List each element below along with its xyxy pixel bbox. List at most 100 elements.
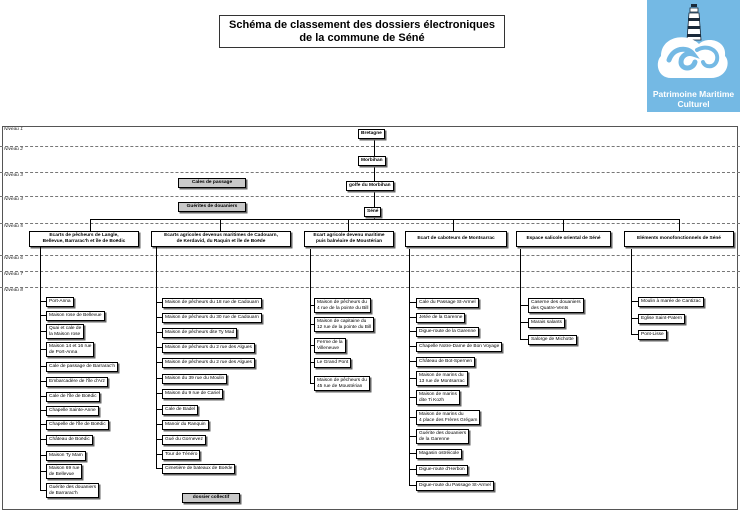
item-algues-2a[interactable]: Maison de pêcheurs du 2 rue des Algues — [162, 343, 255, 353]
item-label: Magasin ostréicole — [419, 451, 459, 456]
box-cales-de-passage[interactable]: Cales de passage — [178, 178, 246, 188]
item-cariel-9[interactable]: Maison du 9 rue de Cariel — [162, 389, 223, 399]
level-separator — [0, 146, 740, 147]
item-moulin-39[interactable]: Maison du 39 rue du Moulin — [162, 374, 228, 384]
item-chapelle-sainte-anne[interactable]: Chapelle Sainte-Anne — [46, 406, 99, 416]
item-label: dite Ti Kozh — [419, 397, 445, 403]
branch-line — [631, 301, 638, 302]
item-cadouarn-18[interactable]: Maison de pêcheurs du 18 rue de Cadouarn — [162, 298, 262, 308]
item-salorge-michotte[interactable]: Salorge de Michotte — [528, 335, 577, 345]
item-label: Cale de passage de Barrarac'h — [49, 364, 115, 369]
node-morbihan[interactable]: Morbihan — [358, 156, 386, 166]
item-algues-2b[interactable]: Maison de pêcheurs du 2 rue des Algues — [162, 358, 255, 368]
branch-line — [409, 346, 416, 347]
column-trunk — [156, 246, 157, 468]
item-label: Maison rose de Bellevue — [49, 313, 102, 318]
item-cale-badel[interactable]: Cale de Badel — [162, 405, 199, 415]
item-digue-garenne[interactable]: Digue-route de la Garenne — [416, 327, 479, 337]
item-gue-gornevez[interactable]: Gué du Gornevez — [162, 435, 206, 445]
item-ty-mad[interactable]: Maison de pêcheurs dite Ty Mad — [162, 328, 238, 338]
logo-line-1: Patrimoine Maritime — [652, 89, 735, 99]
category-header-cadouarn[interactable]: Ecarts agricoles devenus maritimes de Ca… — [151, 231, 291, 247]
item-label: Cale du Passage St-Armel — [419, 300, 476, 305]
item-label: Cale de l'île de Boëdic — [49, 394, 97, 399]
category-drop — [453, 219, 454, 231]
category-header-mousterian[interactable]: Ecart agricole devenu maritime puis baln… — [304, 231, 394, 247]
item-cale-st-armel[interactable]: Cale du Passage St-Armel — [416, 298, 479, 308]
item-marais-salants[interactable]: Marais salants — [528, 318, 565, 328]
branch-line — [520, 305, 528, 306]
item-grand-pont[interactable]: Le Grand Pont — [314, 358, 352, 368]
item-label: Maison Ty Mam — [49, 453, 83, 458]
branch-line — [409, 453, 416, 454]
item-port-anna[interactable]: Port-Anna — [46, 297, 74, 307]
item-label: Maison de marins du — [419, 412, 464, 417]
category-header-monofonctionnels[interactable]: Eléments monofonctionnels de Séné — [624, 231, 734, 247]
item-label: Jetée de la Garenne — [419, 315, 463, 320]
item-maison-ty-mam[interactable]: Maison Ty Mam — [46, 451, 86, 461]
item-eglise-saint-patern[interactable]: Eglise Saint-Patern — [638, 314, 686, 324]
item-cimetiere-boede[interactable]: Cimetière de bateaux de Boëde — [162, 464, 236, 474]
item-chapelle-bon-voyage[interactable]: Chapelle Notre-Dame de Bon Voyage — [416, 342, 503, 352]
item-cale-barrarach[interactable]: Cale de passage de Barrarac'h — [46, 362, 118, 372]
item-label: Digue-route d'Herbon — [419, 467, 465, 472]
item-label: Maison de pêcheurs du 30 rue de Cadouarn — [165, 315, 259, 320]
branch-line — [310, 305, 314, 306]
item-moulin-cantizac[interactable]: Moulin à marée de Cantizac — [638, 297, 704, 307]
item-jetee-garenne[interactable]: Jetée de la Garenne — [416, 313, 466, 323]
category-header-langle[interactable]: Ecarts de pêcheurs de Langle, Bellevue, … — [29, 231, 139, 247]
item-label: 13 rue de Montsarrac — [419, 378, 465, 384]
branch-line — [409, 361, 416, 362]
node-golfe[interactable]: golfe du Morbihan — [346, 181, 394, 191]
item-label: 4 rue de la pointe du Bill — [317, 305, 369, 311]
branch-line — [409, 417, 416, 418]
item-label: Maison de pêcheurs du — [317, 378, 367, 383]
item-label: Gué du Gornevez — [165, 437, 203, 442]
item-chateau-bot-spernen[interactable]: Château de Bot-Spernen — [416, 357, 476, 367]
item-digue-st-armel[interactable]: Digue-route du Passage St-Armel — [416, 481, 494, 491]
item-cale-boedic[interactable]: Cale de l'île de Boëdic — [46, 392, 100, 402]
item-label: Cimetière de bateaux de Boëde — [165, 466, 233, 471]
item-digue-herbon[interactable]: Digue-route d'Herbon — [416, 465, 468, 475]
item-label: Guérite des douaniers — [419, 431, 467, 436]
item-tour-tenero[interactable]: Tour de Ténéro — [162, 450, 201, 460]
item-magasin-ostreicole[interactable]: Magasin ostréicole — [416, 449, 462, 459]
item-pont-lisse[interactable]: Pont-Lisse — [638, 330, 667, 340]
node-sene[interactable]: Séné — [364, 207, 382, 217]
item-chapelle-boedic[interactable]: Chapelle de l'île de Boëdic — [46, 420, 109, 430]
item-manoir-ranquin[interactable]: Manoir du Ranquin — [162, 420, 209, 430]
category-title-line: Espace salicole oriental de Séné — [526, 236, 601, 241]
item-label: 12 rue de la pointe du Bill — [317, 324, 372, 330]
item-embarcadere[interactable]: Embarcadère de l'île d'Arz — [46, 377, 108, 387]
item-label: Maison de pêcheurs du 2 rue des Algues — [165, 360, 252, 365]
branch-line — [40, 301, 46, 302]
item-cadouarn-30[interactable]: Maison de pêcheurs du 30 rue de Cadouarn — [162, 313, 262, 323]
branch-line — [156, 347, 162, 348]
item-maison-rose[interactable]: Maison rose de Bellevue — [46, 311, 105, 321]
branch-line — [310, 324, 314, 325]
level-separator — [0, 196, 740, 197]
box-guerites-de-douaniers[interactable]: Guérites de douaniers — [178, 202, 246, 212]
category-header-montsarrac[interactable]: Ecart de caboteurs de Montsarrac — [405, 231, 507, 247]
item-chateau-boedic[interactable]: Château de Boëdic — [46, 435, 93, 445]
column-trunk — [310, 249, 311, 383]
item-label: Maison de marins du — [419, 373, 464, 378]
item-label: Chapelle Sainte-Anne — [49, 408, 96, 413]
node-bretagne[interactable]: Bretagne — [358, 129, 385, 139]
category-header-salicole[interactable]: Espace salicole oriental de Séné — [516, 231, 611, 247]
box-dossier-collectif[interactable]: dossier collectif — [182, 493, 240, 503]
branch-line — [520, 322, 528, 323]
